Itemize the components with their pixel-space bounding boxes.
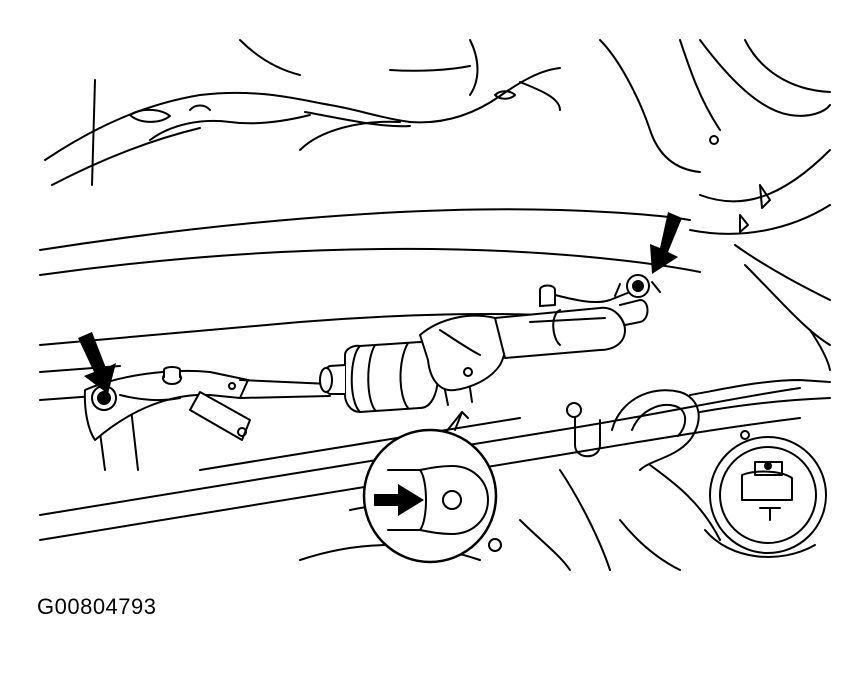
linkage-tube [494,284,649,359]
right-mounting-bolt [614,274,661,298]
detail-view-circle [362,428,498,564]
figure-id-label: G00804793 [37,594,157,619]
right-bolt-arrow-icon [650,212,682,274]
wiper-linkage-arm [83,366,331,441]
cowl-panel-edge [39,149,831,346]
right-side-components [566,329,831,558]
cowl-lower-frame [39,313,801,571]
cowl-upper-body [44,39,831,186]
detail-arrow-icon [374,484,424,516]
left-bolt-arrow-icon [78,332,116,394]
wiper-motor [319,314,508,413]
left-mounting-bolt [91,385,117,411]
